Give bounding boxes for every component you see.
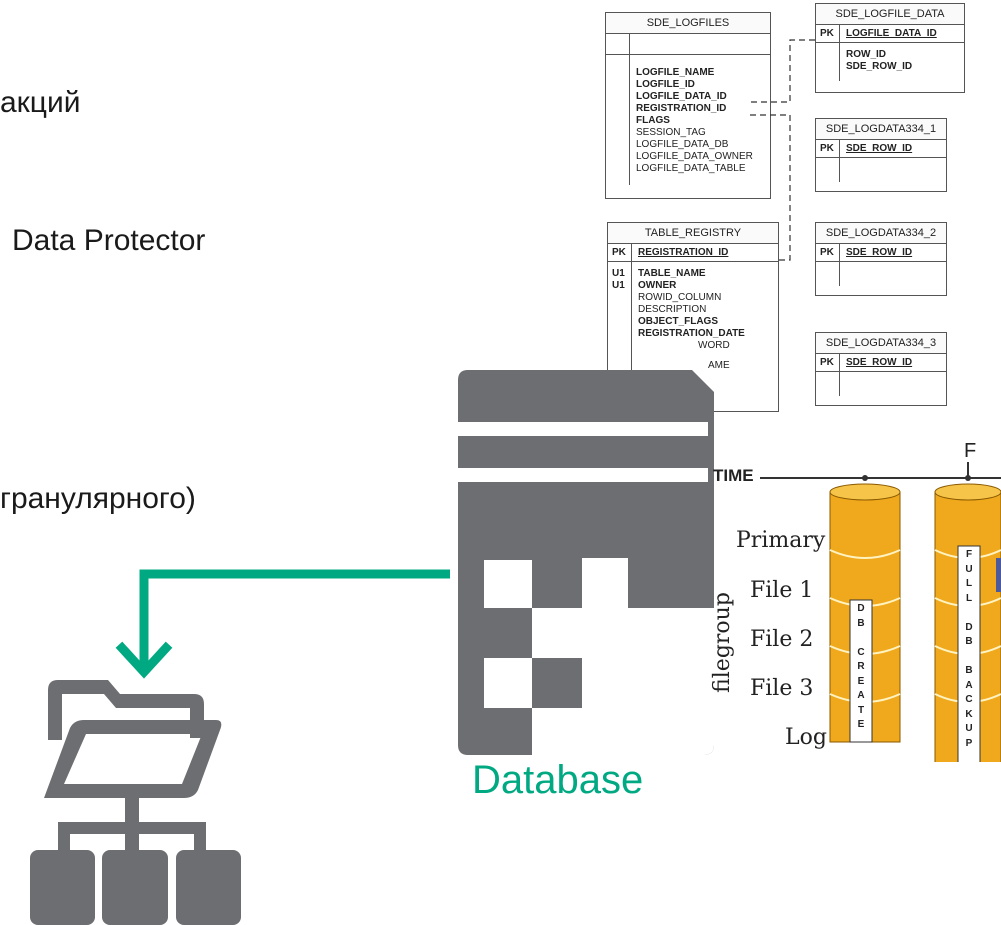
pk-field: SDE_ROW_ID xyxy=(846,357,913,368)
table-title: SDE_LOGFILES xyxy=(606,13,770,34)
pk-field: REGISTRATION_ID xyxy=(638,247,729,258)
filegroup-cylinders xyxy=(760,462,1001,762)
slide-text-line3: гранулярного) xyxy=(0,482,196,515)
field: LOGFILE_DATA_TABLE xyxy=(636,163,746,174)
table-sde-logdata334-2: SDE_LOGDATA334_2 PK SDE_ROW_ID xyxy=(815,222,947,296)
slide-text-line1: акций xyxy=(0,86,81,119)
table-title: SDE_LOGDATA334_2 xyxy=(816,223,946,244)
pk-label: PK xyxy=(608,244,632,261)
er-relationship-lines xyxy=(750,39,815,261)
table-title: TABLE_REGISTRY xyxy=(608,223,778,244)
pk-label: PK xyxy=(816,354,840,371)
pk-label: PK xyxy=(816,140,840,157)
pk-field: LOGFILE_DATA_ID xyxy=(846,28,937,39)
field: TABLE_NAME xyxy=(638,268,706,279)
field: LOGFILE_DATA_ID xyxy=(636,91,727,102)
field: LOGFILE_NAME xyxy=(636,67,715,78)
unique-label: U1 xyxy=(612,280,625,291)
field: OWNER xyxy=(638,280,677,291)
field: SESSION_TAG xyxy=(636,127,706,138)
pk-label: PK xyxy=(816,25,840,42)
row-label-file3: File 3 xyxy=(750,676,814,701)
field: LOGFILE_DATA_DB xyxy=(636,139,729,150)
table-sde-logfile-data: SDE_LOGFILE_DATA PK LOGFILE_DATA_ID ROW_I… xyxy=(815,3,965,93)
table-title: SDE_LOGDATA334_3 xyxy=(816,333,946,354)
table-title: SDE_LOGFILE_DATA xyxy=(816,4,964,25)
unique-label: U1 xyxy=(612,268,625,279)
field: AME xyxy=(708,360,730,371)
filegroup-side-label: filegroup xyxy=(709,592,735,693)
database-label: Database xyxy=(472,758,644,802)
time-label: TIME xyxy=(713,466,754,485)
database-document-icon xyxy=(458,370,714,755)
down-arrow-icon xyxy=(115,569,450,679)
field: FLAGS xyxy=(636,115,670,126)
field: WORD xyxy=(698,340,730,351)
field: LOGFILE_ID xyxy=(636,79,695,90)
pk-label: PK xyxy=(816,244,840,261)
row-label-log: Log xyxy=(785,725,827,750)
field: REGISTRATION_ID xyxy=(636,103,727,114)
table-sde-logdata334-1: SDE_LOGDATA334_1 PK SDE_ROW_ID xyxy=(815,118,947,192)
table-title: SDE_LOGDATA334_1 xyxy=(816,119,946,140)
table-sde-logdata334-3: SDE_LOGDATA334_3 PK SDE_ROW_ID xyxy=(815,332,947,406)
row-label-file2: File 2 xyxy=(750,627,814,652)
field: ROW_ID xyxy=(846,49,886,60)
table-sde-logfiles: SDE_LOGFILES LOGFILE_NAME LOGFILE_ID LOG… xyxy=(605,12,771,199)
network-folder-icon xyxy=(30,680,241,925)
field: LOGFILE_DATA_OWNER xyxy=(636,151,753,162)
field: SDE_ROW_ID xyxy=(846,61,913,72)
f-label: F xyxy=(964,440,977,462)
row-label-primary: Primary xyxy=(736,528,826,553)
field: REGISTRATION_DATE xyxy=(638,328,745,339)
row-label-file1: File 1 xyxy=(750,578,814,603)
pk-field: SDE_ROW_ID xyxy=(846,247,913,258)
field: OBJECT_FLAGS xyxy=(638,316,719,327)
field: ROWID_COLUMN xyxy=(638,292,722,303)
field: DESCRIPTION xyxy=(638,304,707,315)
pk-field: SDE_ROW_ID xyxy=(846,143,913,154)
slide-text-data-protector: Data Protector xyxy=(12,224,206,257)
